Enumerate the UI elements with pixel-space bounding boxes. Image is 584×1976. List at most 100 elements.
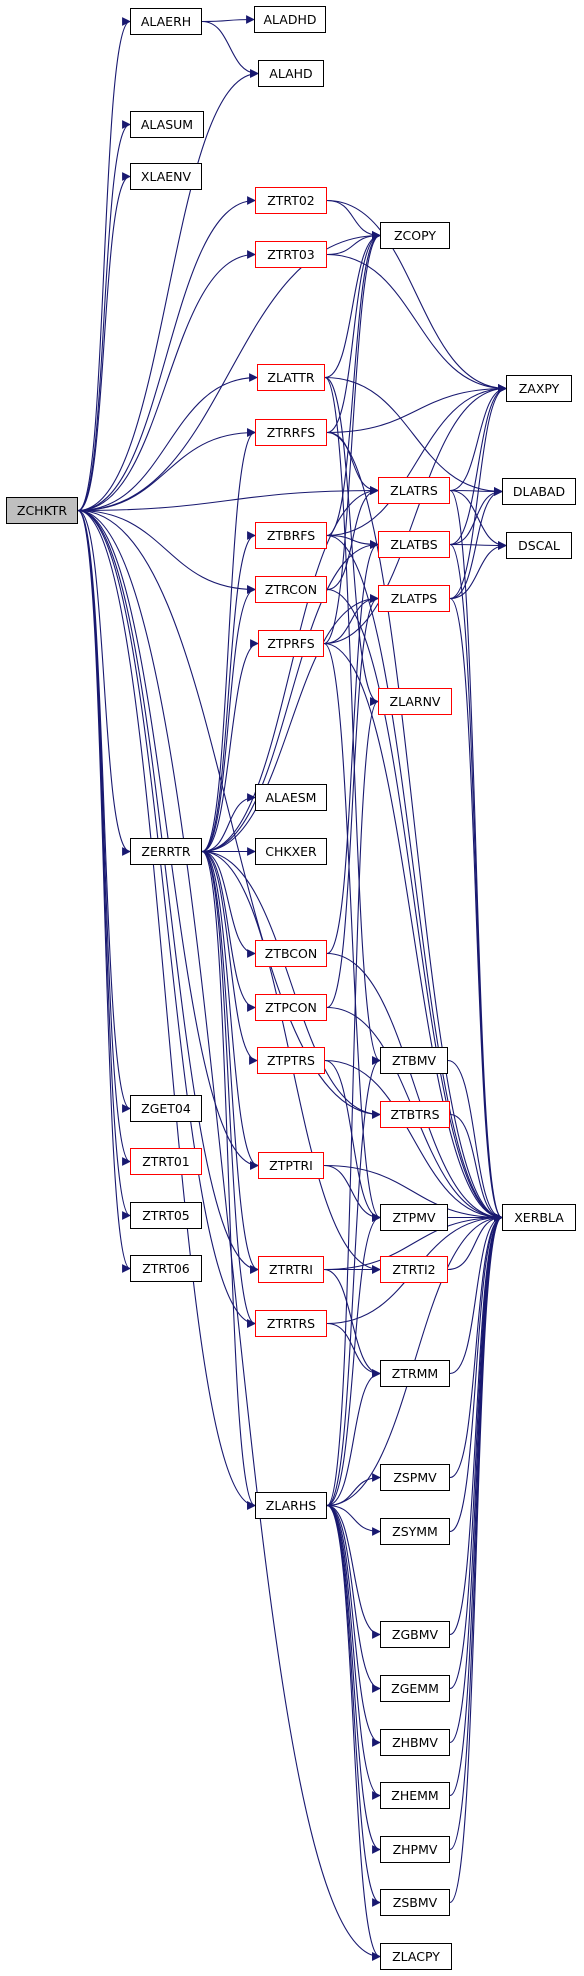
edge-zchktr-to-xlaenv — [77, 172, 131, 512]
node-ztpmv[interactable]: ZTPMV — [380, 1204, 448, 1231]
edge-zerrtr-to-ztrtrs — [201, 850, 256, 1328]
node-ztrrfs[interactable]: ZTRRFS — [255, 419, 327, 446]
edge-zhpmv-to-xerbla — [449, 1213, 503, 1851]
node-ztrt06[interactable]: ZTRT06 — [130, 1255, 202, 1282]
edge-ztptri-to-ztpmv — [323, 1164, 381, 1222]
node-dscal[interactable]: DSCAL — [506, 532, 572, 559]
node-ztrti2[interactable]: ZTRTI2 — [380, 1256, 448, 1283]
node-zgemm[interactable]: ZGEMM — [380, 1675, 450, 1702]
edge-zlarhs-to-zgemm — [326, 1504, 381, 1693]
node-zlatrs[interactable]: ZLATRS — [378, 477, 450, 504]
edge-zlatbs-to-dscal — [449, 541, 507, 550]
edge-ztprfs-to-zaxpy — [323, 384, 507, 645]
node-zhbmv[interactable]: ZHBMV — [380, 1729, 450, 1756]
node-ztbmv[interactable]: ZTBMV — [380, 1047, 448, 1074]
edge-ztptrs-to-xerbla — [324, 1059, 503, 1222]
node-ztrtri[interactable]: ZTRTRI — [258, 1256, 324, 1283]
edge-zlarhs-to-zlacpy — [326, 1504, 381, 1961]
node-zlatbs[interactable]: ZLATBS — [378, 531, 450, 558]
node-ztptrs[interactable]: ZTPTRS — [257, 1047, 325, 1074]
node-ztrcon[interactable]: ZTRCON — [255, 576, 327, 603]
node-alahd[interactable]: ALAHD — [258, 60, 324, 87]
node-ztbrfs[interactable]: ZTBRFS — [255, 522, 327, 549]
edge-zlarhs-to-zhbmv — [326, 1504, 381, 1747]
node-zgbmv[interactable]: ZGBMV — [380, 1621, 450, 1648]
edge-ztrtrs-to-ztrmm — [326, 1322, 381, 1378]
node-zerrtr[interactable]: ZERRTR — [130, 838, 202, 865]
node-ztbcon[interactable]: ZTBCON — [255, 940, 327, 967]
edge-ztrtri-to-ztrmm — [323, 1268, 381, 1378]
edge-ztbrfs-to-zcopy — [326, 231, 381, 537]
node-ztbtrs[interactable]: ZTBTRS — [380, 1101, 450, 1128]
node-alasum[interactable]: ALASUM — [130, 111, 204, 138]
node-zspmv[interactable]: ZSPMV — [380, 1464, 450, 1491]
node-ztptri[interactable]: ZTPTRI — [258, 1152, 324, 1179]
node-xlaenv[interactable]: XLAENV — [130, 163, 202, 190]
edge-zchktr-to-alahd — [77, 69, 259, 512]
node-zhpmv[interactable]: ZHPMV — [380, 1836, 450, 1863]
edge-ztrti2-to-xerbla — [447, 1213, 503, 1271]
node-zget04[interactable]: ZGET04 — [130, 1095, 202, 1122]
edge-zlarhs-to-zgbmv — [326, 1504, 381, 1639]
node-zsymm[interactable]: ZSYMM — [380, 1518, 450, 1545]
node-aladhd[interactable]: ALADHD — [254, 6, 326, 33]
node-ztrt02[interactable]: ZTRT02 — [255, 187, 327, 214]
edge-zerrtr-to-ztbtrs — [201, 850, 381, 1119]
node-ztrt05[interactable]: ZTRT05 — [130, 1202, 202, 1229]
node-zchktr[interactable]: ZCHKTR — [6, 497, 78, 524]
edge-ztbmv-to-xerbla — [447, 1059, 503, 1222]
edge-zlatps-to-xerbla — [449, 597, 503, 1222]
edge-zlarhs-to-ztpmv — [326, 1213, 381, 1507]
edge-zchktr-to-ztrt02 — [77, 196, 256, 512]
node-chkxer[interactable]: CHKXER — [255, 838, 327, 865]
node-zhemm[interactable]: ZHEMM — [380, 1782, 450, 1809]
node-ztpcon[interactable]: ZTPCON — [255, 994, 327, 1021]
edge-ztrrfs-to-xerbla — [326, 431, 503, 1222]
edge-zerrtr-to-ztptri — [201, 850, 259, 1170]
edge-zchktr-to-ztrtri — [77, 509, 259, 1274]
edge-zlattr-to-zcopy — [324, 231, 381, 379]
edge-zerrtr-to-ztrcon — [201, 585, 256, 853]
node-ztrtrs[interactable]: ZTRTRS — [255, 1310, 327, 1337]
edge-ztbcon-to-xerbla — [326, 952, 503, 1222]
edge-ztpcon-to-zlatps — [326, 594, 379, 1009]
node-alaerh[interactable]: ALAERH — [130, 8, 202, 35]
node-ztrt03[interactable]: ZTRT03 — [255, 241, 327, 268]
node-alaesm[interactable]: ALAESM — [255, 784, 327, 811]
node-ztprfs[interactable]: ZTPRFS — [258, 630, 324, 657]
node-zlarhs[interactable]: ZLARHS — [255, 1492, 327, 1519]
edge-zlatps-to-zaxpy — [449, 384, 507, 600]
edge-ztprfs-to-xerbla — [323, 642, 503, 1222]
edge-zlatrs-to-xerbla — [449, 489, 503, 1222]
edge-zlarhs-to-ztrmm — [326, 1369, 381, 1507]
edge-zerrtr-to-ztrtri — [201, 850, 259, 1274]
node-zsbmv[interactable]: ZSBMV — [380, 1889, 450, 1916]
edge-ztrmm-to-xerbla — [449, 1213, 503, 1375]
node-zlarnv[interactable]: ZLARNV — [378, 688, 452, 715]
edge-zlatrs-to-zaxpy — [449, 384, 507, 492]
edge-zchktr-to-zget04 — [77, 509, 131, 1113]
edge-ztprfs-to-ztpmv — [323, 642, 381, 1222]
edge-zlatps-to-dlabad — [449, 487, 503, 600]
node-ztrt01[interactable]: ZTRT01 — [130, 1148, 202, 1175]
node-zlacpy[interactable]: ZLACPY — [380, 1943, 452, 1970]
node-dlabad[interactable]: DLABAD — [502, 478, 576, 505]
node-zlattr[interactable]: ZLATTR — [257, 364, 325, 391]
node-zlatps[interactable]: ZLATPS — [378, 585, 450, 612]
node-zaxpy[interactable]: ZAXPY — [506, 375, 572, 402]
node-zcopy[interactable]: ZCOPY — [380, 222, 450, 249]
edge-zchktr-to-zlacpy — [77, 509, 381, 1961]
edge-zerrtr-to-alaesm — [201, 793, 256, 853]
edge-zchktr-to-zlattr — [77, 373, 258, 512]
edge-zgbmv-to-xerbla — [449, 1213, 503, 1636]
edge-ztptri-to-xerbla — [323, 1164, 503, 1222]
edge-zerrtr-to-ztrrfs — [201, 428, 256, 853]
edge-zlarhs-to-ztbmv — [326, 1056, 381, 1507]
edge-zlarhs-to-zhemm — [326, 1504, 381, 1800]
edge-zchktr-to-zlatrs — [77, 486, 379, 512]
edge-zchktr-to-ztrt03 — [77, 250, 256, 512]
node-xerbla[interactable]: XERBLA — [502, 1204, 576, 1231]
edge-zsbmv-to-xerbla — [449, 1213, 503, 1904]
node-ztrmm[interactable]: ZTRMM — [380, 1360, 450, 1387]
